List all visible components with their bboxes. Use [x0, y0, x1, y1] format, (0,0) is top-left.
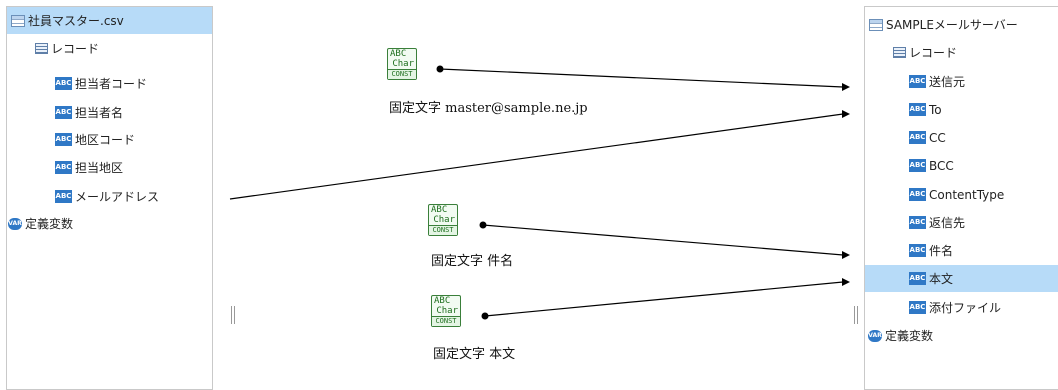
mapping-line[interactable] [484, 281, 844, 317]
const-node-subject[interactable]: ABC Char CONST [428, 204, 458, 236]
target-field-soushinmoto[interactable]: ABC 送信元 [865, 68, 1058, 95]
source-variables-node[interactable]: VAR 定義変数 [7, 210, 212, 237]
left-splitter-handle[interactable] [231, 306, 235, 324]
target-variables-label: 定義変数 [885, 329, 934, 343]
table-icon [869, 18, 883, 31]
target-field-bcc[interactable]: ABC BCC [865, 152, 1058, 179]
variable-icon: VAR [868, 329, 882, 342]
source-field-tantousha-name[interactable]: ABC 担当者名 [7, 99, 212, 126]
source-variables-label: 定義変数 [25, 217, 74, 231]
abc-field-icon: ABC [909, 216, 926, 229]
abc-field-icon: ABC [909, 272, 926, 285]
source-file-node[interactable]: 社員マスター.csv [7, 7, 212, 34]
mapping-line[interactable] [482, 224, 844, 256]
arrow-head [842, 278, 850, 286]
source-field-label: 担当者名 [75, 106, 124, 120]
source-field-label: 担当地区 [75, 161, 124, 175]
connector-dot[interactable] [479, 221, 487, 229]
source-field-label: 担当者コード [75, 77, 148, 91]
const-node-mail[interactable]: ABC Char CONST [387, 48, 417, 80]
target-name: SAMPLEメールサーバー [886, 18, 1018, 32]
abc-field-icon: ABC [55, 190, 72, 203]
const-label-mail: 固定文字 master@sample.ne.jp [389, 101, 588, 116]
source-field-label: 地区コード [75, 133, 136, 147]
abc-field-icon: ABC [909, 244, 926, 257]
target-field-label: ContentType [929, 187, 1005, 202]
abc-field-icon: ABC [909, 75, 926, 88]
source-file-name: 社員マスター.csv [28, 14, 124, 28]
target-field-label: 添付ファイル [929, 301, 1002, 315]
record-icon [35, 43, 48, 54]
source-field-label: メールアドレス [75, 190, 160, 204]
variable-icon: VAR [8, 217, 22, 230]
connector-dot[interactable] [481, 312, 489, 320]
arrow-head [842, 251, 850, 259]
record-icon [893, 47, 906, 58]
target-panel: SAMPLEメールサーバー レコード ABC 送信元 ABC To ABC CC… [864, 6, 1058, 390]
source-field-chiku-code[interactable]: ABC 地区コード [7, 126, 212, 153]
target-field-cc[interactable]: ABC CC [865, 124, 1058, 151]
target-field-kenmei[interactable]: ABC 件名 [865, 237, 1058, 264]
target-node[interactable]: SAMPLEメールサーバー [865, 11, 1058, 38]
mapping-lines [229, 65, 850, 320]
target-field-to[interactable]: ABC To [865, 96, 1058, 123]
target-field-label: 本文 [929, 272, 954, 286]
target-field-label: 返信先 [929, 216, 966, 230]
abc-field-icon: ABC [909, 131, 926, 144]
const-node-body[interactable]: ABC Char CONST [431, 295, 461, 327]
source-field-tantousha-code[interactable]: ABC 担当者コード [7, 70, 212, 97]
abc-field-icon: ABC [909, 159, 926, 172]
target-variables-node[interactable]: VAR 定義変数 [865, 322, 1058, 349]
mapping-line[interactable] [439, 68, 844, 88]
target-field-label: 送信元 [929, 75, 966, 89]
const-label-body: 固定文字 本文 [433, 347, 516, 362]
arrow-head [842, 83, 850, 91]
source-record-label: レコード [51, 42, 100, 56]
target-field-contenttype[interactable]: ABC ContentType [865, 181, 1058, 208]
abc-field-icon: ABC [909, 103, 926, 116]
target-record-label: レコード [909, 46, 958, 60]
target-field-henshinsaki[interactable]: ABC 返信先 [865, 209, 1058, 236]
table-icon [11, 14, 25, 27]
source-field-tantou-chiku[interactable]: ABC 担当地区 [7, 154, 212, 181]
target-field-label: To [929, 102, 942, 117]
mapping-line[interactable] [229, 113, 844, 200]
arrow-head [842, 110, 850, 118]
source-field-mail-address[interactable]: ABC メールアドレス [7, 183, 212, 210]
target-field-label: CC [929, 130, 946, 145]
abc-field-icon: ABC [55, 161, 72, 174]
target-field-label: BCC [929, 158, 954, 173]
target-field-honbun[interactable]: ABC 本文 [865, 265, 1058, 292]
target-field-label: 件名 [929, 244, 954, 258]
abc-field-icon: ABC [55, 133, 72, 146]
abc-field-icon: ABC [55, 106, 72, 119]
connector-dot[interactable] [436, 65, 444, 73]
abc-field-icon: ABC [55, 77, 72, 90]
source-panel: 社員マスター.csv レコード ABC 担当者コード ABC 担当者名 ABC … [6, 6, 213, 390]
source-record-node[interactable]: レコード [7, 35, 212, 62]
target-field-tenpu-file[interactable]: ABC 添付ファイル [865, 294, 1058, 321]
target-record-node[interactable]: レコード [865, 39, 1058, 66]
abc-field-icon: ABC [909, 188, 926, 201]
abc-field-icon: ABC [909, 301, 926, 314]
right-splitter-handle[interactable] [854, 306, 858, 324]
const-label-subject: 固定文字 件名 [431, 254, 514, 269]
mapping-canvas[interactable]: ABC Char CONST 固定文字 master@sample.ne.jp … [213, 6, 864, 390]
